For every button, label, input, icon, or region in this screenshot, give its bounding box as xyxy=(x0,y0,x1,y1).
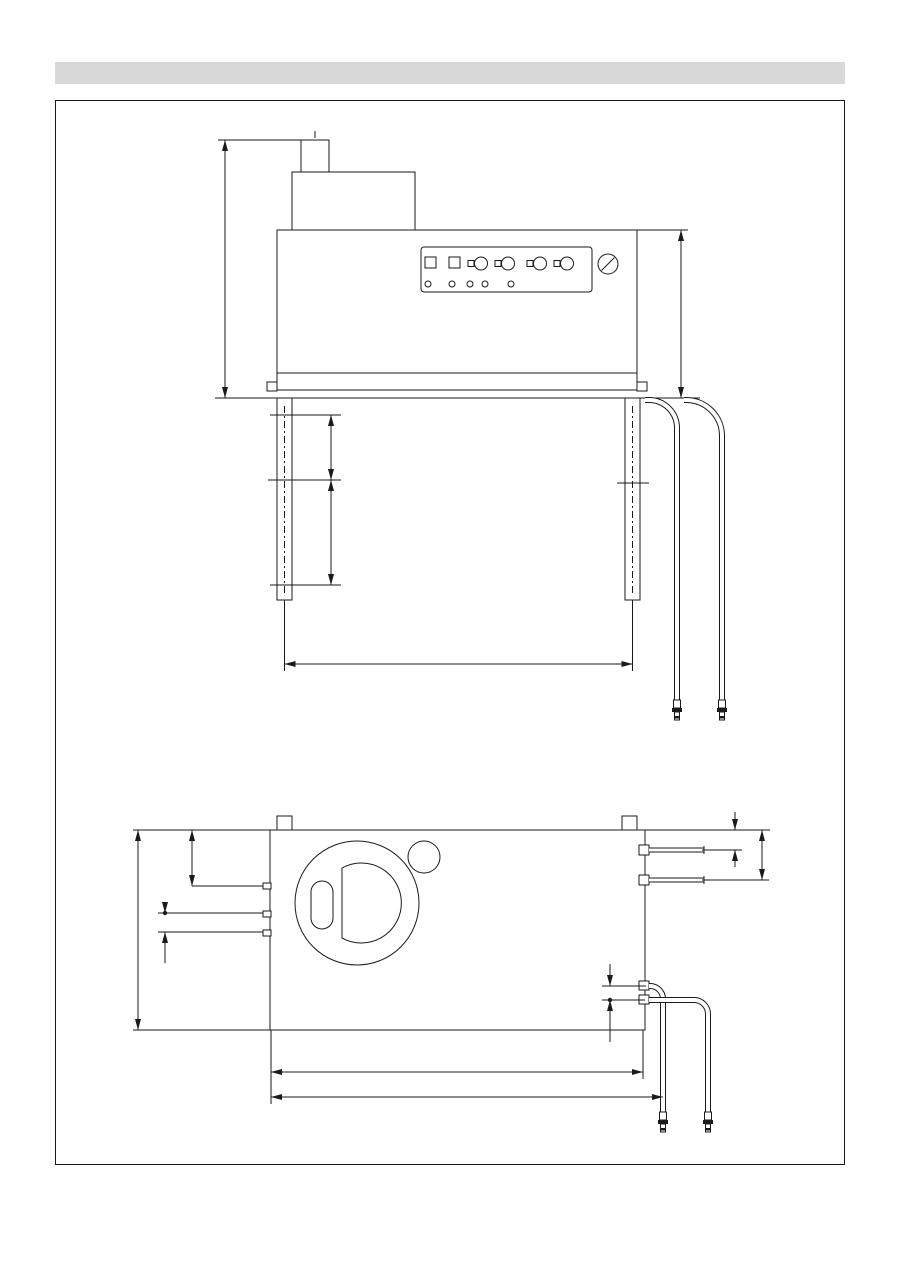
header-bar xyxy=(55,62,845,84)
reference-dot xyxy=(162,910,168,916)
burner-opening xyxy=(294,840,420,966)
panel-knob-icon xyxy=(553,256,574,271)
pipe-fitting xyxy=(638,844,650,856)
flue-base xyxy=(291,171,416,231)
knob-mark xyxy=(526,260,534,267)
rear-hose-1 xyxy=(649,983,666,1112)
connector-neck xyxy=(704,1111,712,1121)
mounting-tab xyxy=(276,815,293,832)
panel-button-icon xyxy=(424,256,437,269)
dial-icon xyxy=(597,253,619,275)
pipe-fitting xyxy=(638,874,650,886)
connector-collar xyxy=(672,708,682,712)
connector-collar xyxy=(717,708,727,712)
rear-hose-2-inner xyxy=(649,998,710,1112)
connector-band xyxy=(660,1128,666,1131)
front-view xyxy=(215,131,727,721)
connector-band xyxy=(674,716,680,719)
connector-neck xyxy=(718,699,726,709)
hose-2-inner xyxy=(684,398,724,700)
right-foot xyxy=(636,381,648,392)
indicator-light-icon xyxy=(507,280,515,288)
hose-connector-icon xyxy=(717,699,727,721)
hose-connector-icon xyxy=(672,699,682,721)
connector-band xyxy=(719,716,725,719)
plan-view xyxy=(133,812,770,1133)
hose-1-inner xyxy=(645,398,679,700)
left-port-stub xyxy=(262,910,272,918)
knob-mark xyxy=(467,260,475,267)
left-foot xyxy=(266,381,278,392)
indicator-light-icon xyxy=(424,280,432,288)
mounting-tab xyxy=(621,815,638,832)
indicator-light-icon xyxy=(481,280,489,288)
connector-band xyxy=(705,1128,711,1131)
connector-collar xyxy=(658,1120,668,1124)
dial-slot xyxy=(601,257,615,271)
knob xyxy=(533,256,547,271)
reference-dot xyxy=(607,997,613,1003)
connector-neck xyxy=(673,699,681,709)
indicator-light-icon xyxy=(466,280,474,288)
hose-2 xyxy=(684,397,725,700)
housing-outline xyxy=(269,829,646,1031)
burner-ring xyxy=(341,862,402,944)
hose-1 xyxy=(645,397,680,700)
dial xyxy=(597,253,619,275)
left-port-stub xyxy=(262,929,272,937)
sight-glass xyxy=(407,840,441,874)
knob xyxy=(501,256,515,271)
panel-knob-icon xyxy=(467,256,488,271)
flue-cap xyxy=(300,139,330,174)
drawing-frame xyxy=(55,100,845,1165)
knob xyxy=(560,256,574,271)
knob-mark xyxy=(494,260,502,267)
panel-knob-icon xyxy=(526,256,547,271)
left-port-stub xyxy=(262,882,272,890)
knob xyxy=(474,256,488,271)
hose-connector-icon xyxy=(658,1111,668,1133)
panel-button-icon xyxy=(448,256,461,269)
slot-opening xyxy=(310,880,334,930)
panel-knob-icon xyxy=(494,256,515,271)
connector-neck xyxy=(659,1111,667,1121)
indicator-light-icon xyxy=(448,280,456,288)
knob-mark xyxy=(553,260,561,267)
connector-collar xyxy=(703,1120,713,1124)
rear-hose-2 xyxy=(649,997,711,1112)
hose-connector-icon xyxy=(703,1111,713,1133)
